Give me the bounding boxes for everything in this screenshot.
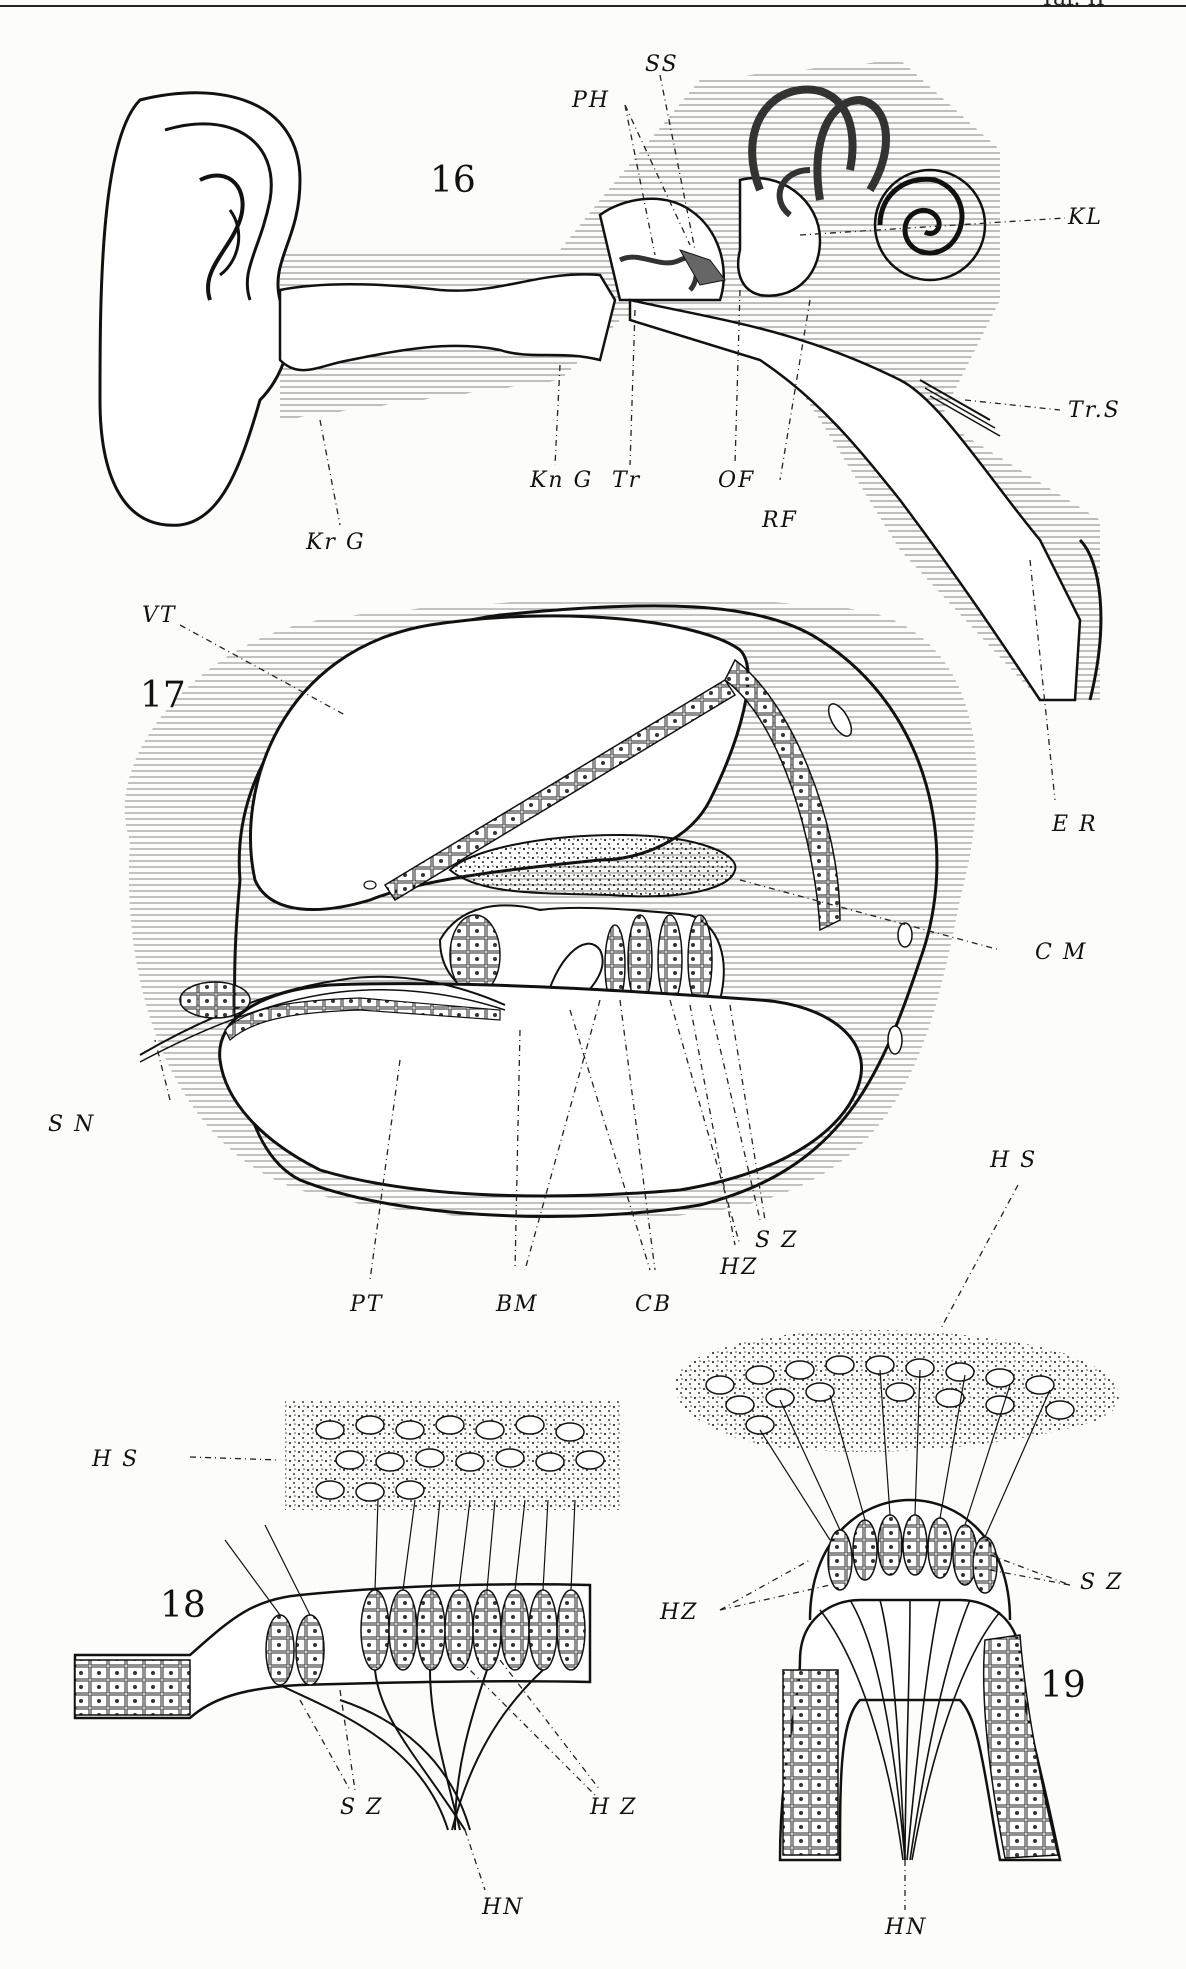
label-hn-19: HN — [885, 1915, 927, 1940]
label-sz: S Z — [755, 1228, 798, 1253]
label-ph: PH — [572, 88, 610, 113]
label-tr: Tr — [612, 468, 641, 493]
label-hz-19: HZ — [660, 1600, 698, 1625]
label-er: E R — [1052, 812, 1098, 837]
label-bm: BM — [496, 1292, 539, 1317]
label-hz-18: H Z — [590, 1795, 637, 1820]
fig19-hair-cells-drawing — [675, 1185, 1119, 1910]
label-rf: RF — [762, 508, 798, 533]
label-kr-g: Kr G — [306, 530, 366, 555]
label-sz-18: S Z — [340, 1795, 383, 1820]
label-ss: SS — [645, 52, 679, 77]
label-kl: KL — [1068, 205, 1103, 230]
label-hz: HZ — [720, 1255, 758, 1280]
label-tr-s: Tr.S — [1068, 398, 1121, 423]
label-sn: S N — [48, 1112, 95, 1137]
label-hn-18: HN — [482, 1895, 524, 1920]
label-pt: PT — [350, 1292, 383, 1317]
label-hs-19: H S — [990, 1148, 1037, 1173]
label-hs-18: H S — [92, 1447, 139, 1472]
figure-number-16: 16 — [430, 160, 476, 201]
label-vt: VT — [142, 603, 177, 628]
fig17-cochlea-drawing — [125, 599, 1000, 1280]
figure-number-19: 19 — [1040, 1665, 1086, 1706]
label-kn-g: Kn G — [530, 468, 593, 493]
label-sz-19: S Z — [1080, 1570, 1123, 1595]
label-cb: CB — [635, 1292, 672, 1317]
figure-number-18: 18 — [160, 1585, 206, 1626]
label-of: OF — [718, 468, 755, 493]
figure-number-17: 17 — [140, 675, 186, 716]
label-cm: C M — [1035, 940, 1087, 965]
plate-corner-text: Taf. II — [1040, 0, 1105, 11]
